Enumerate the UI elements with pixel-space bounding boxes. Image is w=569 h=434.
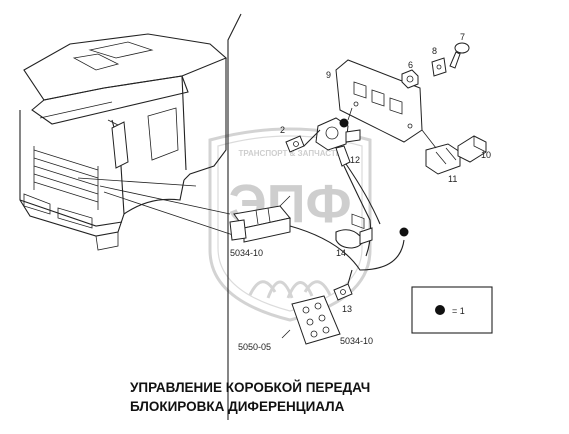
dot-marker-lower — [399, 227, 409, 237]
clip-part11 — [425, 143, 461, 175]
connector-block — [291, 295, 341, 345]
callout-8: 8 — [432, 46, 437, 56]
truck-cab — [19, 33, 228, 251]
hose-part14 — [335, 227, 373, 249]
legend-box: = 1 — [411, 286, 493, 334]
callout-2: 2 — [280, 125, 285, 135]
screw-part7 — [449, 42, 470, 69]
callout-ref-5034-a: 5034-10 — [230, 248, 263, 258]
legend-dot — [435, 305, 445, 315]
callout-10: 10 — [481, 150, 491, 160]
nut-part6 — [401, 69, 419, 89]
callout-13: 13 — [342, 304, 352, 314]
callout-14: 14 — [336, 248, 346, 258]
callout-labels: 2 6 7 8 9 10 11 12 13 14 5034-10 5034-10… — [230, 32, 491, 352]
air-lines — [289, 129, 405, 285]
callout-7: 7 — [460, 32, 465, 42]
leader-bracket-clip — [421, 129, 437, 149]
callout-ref-5034-b: 5034-10 — [340, 336, 373, 346]
title-line-1: УПРАВЛЕНИЕ КОРОБКОЙ ПЕРЕДАЧ — [130, 380, 370, 395]
cylinder-assembly — [229, 195, 291, 243]
watermark-top-text: ТРАНСПОРТ & ЗАПЧАСТИ — [238, 149, 341, 158]
divider-line — [227, 13, 242, 420]
legend-equals: = 1 — [452, 306, 465, 316]
callout-ref-5050: 5050-05 — [238, 342, 271, 352]
callout-9: 9 — [326, 70, 331, 80]
diagram-title: УПРАВЛЕНИЕ КОРОБКОЙ ПЕРЕДАЧ БЛОКИРОВКА Д… — [130, 380, 370, 414]
bolt-part10 — [457, 135, 487, 163]
callout-6: 6 — [408, 60, 413, 70]
leader-lines — [77, 177, 237, 237]
fitting-part13 — [333, 283, 353, 301]
callout-12: 12 — [350, 155, 360, 165]
dot-marker-upper — [339, 118, 349, 128]
callout-11: 11 — [448, 174, 457, 184]
title-line-2: БЛОКИРОВКА ДИФЕРЕНЦИАЛА — [130, 399, 345, 414]
washer-part8 — [431, 57, 447, 77]
valve-assembly — [315, 107, 361, 167]
leader-connector — [281, 329, 291, 339]
